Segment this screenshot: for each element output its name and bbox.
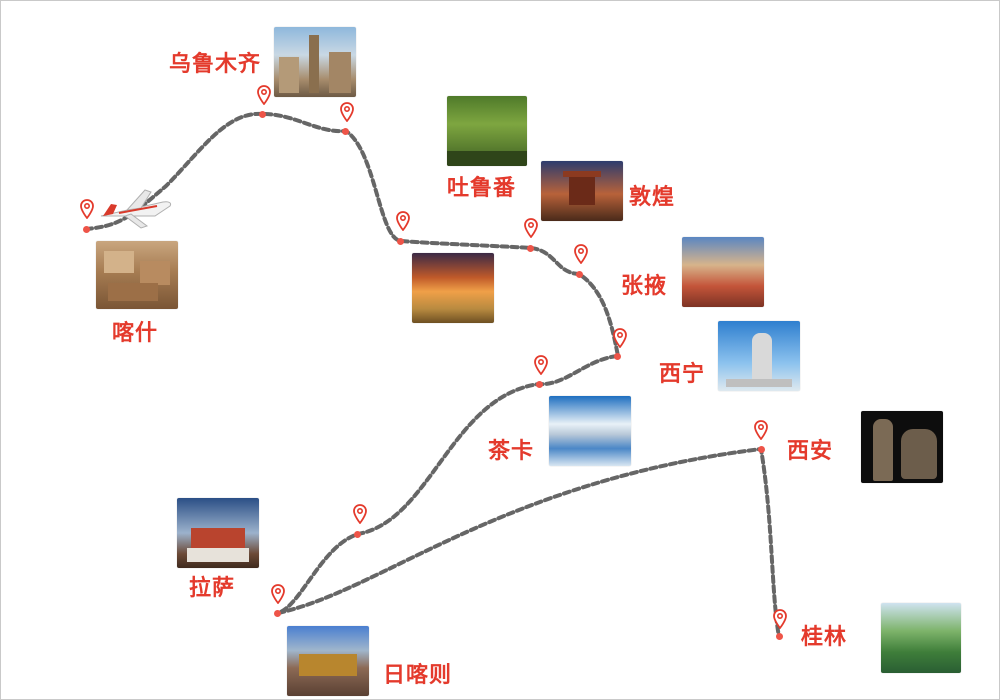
photo-kashgar [96,241,178,309]
photo-xining [718,321,800,391]
stop-label-urumqi: 乌鲁木齐 [169,52,262,77]
photo-turpan [447,96,527,166]
stop-label-shigatse: 日喀则 [383,663,453,688]
stop-label-turpan: 吐鲁番 [447,176,517,201]
map-pin-icon [574,244,588,264]
map-pin-icon [340,102,354,122]
stop-dot-kashgar [83,226,90,233]
map-pin-icon [353,504,367,524]
stop-label-zhangye: 张掖 [621,274,668,299]
stop-dot-zhangye [576,271,583,278]
stop-label-xining: 西宁 [659,362,706,387]
stop-dot-chaka [536,381,543,388]
stop-label-lhasa: 拉萨 [189,576,236,601]
stop-label-kashgar: 喀什 [112,321,159,346]
stop-label-guilin: 桂林 [801,625,848,650]
stop-dot-guilin [776,633,783,640]
photo-urumqi [274,27,356,97]
map-pin-icon [534,355,548,375]
stop-dot-waypoint [354,531,361,538]
photo-dunhuang [541,161,623,221]
photo-xian [861,411,943,483]
map-pin-icon [754,420,768,440]
stop-label-dunhuang: 敦煌 [629,185,676,210]
stop-dot-waypoint [342,128,349,135]
photo-sand-dunes [412,253,494,323]
stop-dot-turpan [397,238,404,245]
photo-zhangye [682,237,764,307]
photo-shigatse [287,626,369,696]
stop-dot-xian [758,446,765,453]
map-pin-icon [524,218,538,238]
photo-lhasa [177,498,259,568]
stop-label-xian: 西安 [787,439,834,464]
map-pin-icon [773,609,787,629]
map-pin-icon [271,584,285,604]
stop-dot-lhasa [274,610,281,617]
map-pin-icon [257,85,271,105]
stop-dot-urumqi [259,111,266,118]
map-pin-icon [613,328,627,348]
airplane-icon [100,189,172,229]
photo-guilin [881,603,961,673]
photo-chaka [549,396,631,466]
map-pin-icon [396,211,410,231]
stop-dot-dunhuang [527,245,534,252]
map-pin-icon [80,199,94,219]
stop-dot-xining [614,353,621,360]
stop-label-chaka: 茶卡 [488,439,535,464]
